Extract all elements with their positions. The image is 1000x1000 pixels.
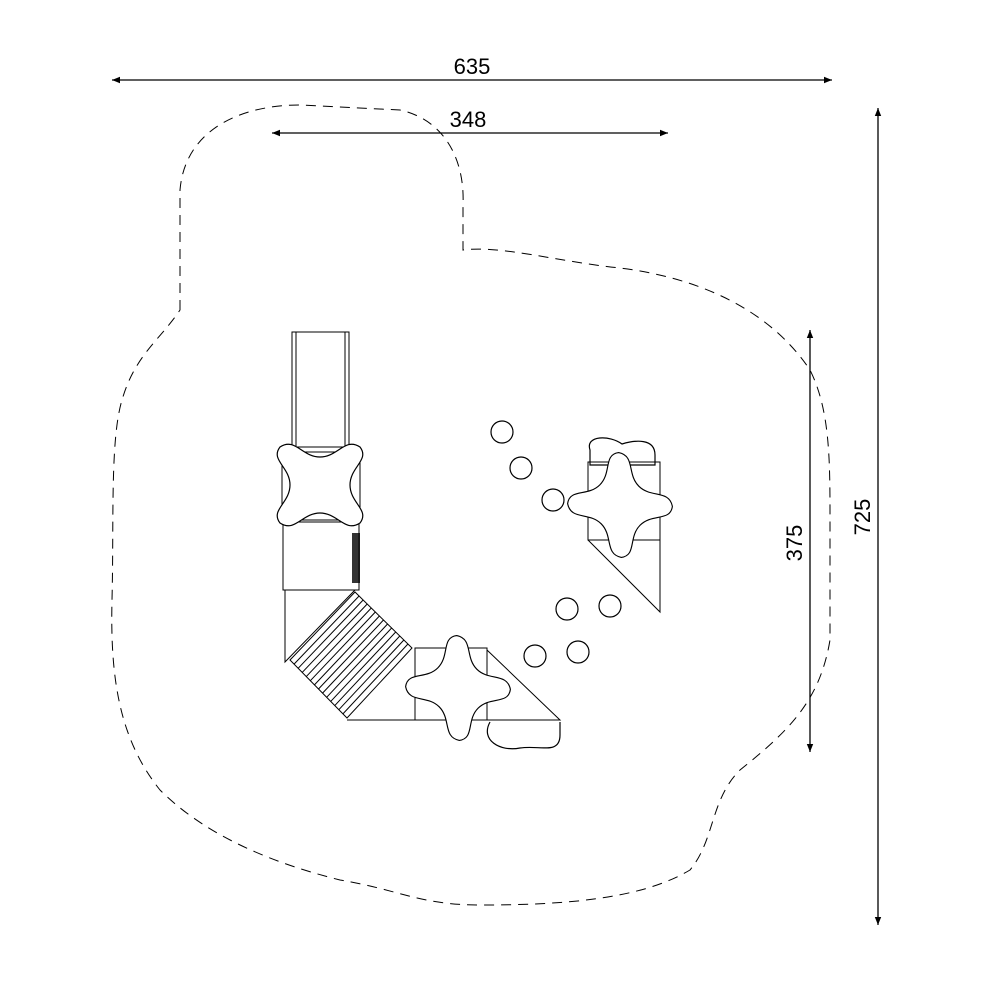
tunnel-rib	[301, 603, 368, 673]
tunnel-rib	[338, 639, 405, 711]
tunnel-rib	[322, 623, 388, 694]
crawl-tunnel	[289, 591, 413, 719]
overall-depth-label: 725	[850, 499, 875, 536]
tunnel-rib	[330, 631, 397, 702]
tunnel-rib	[318, 619, 384, 690]
overall-width-label: 635	[454, 54, 491, 79]
roof-cross-right	[563, 448, 677, 562]
tunnel-rib	[342, 643, 409, 715]
stepping-stone	[555, 597, 579, 621]
stepping-stone	[523, 644, 547, 668]
stepping-stones	[490, 420, 622, 668]
inner-depth-label: 375	[782, 525, 807, 562]
tunnel-rib	[326, 627, 393, 698]
stepping-stone	[490, 420, 514, 444]
tunnel-rib	[293, 595, 360, 665]
tunnel-rib	[309, 611, 376, 682]
tunnel-rib	[305, 607, 372, 677]
stepping-stone	[598, 594, 622, 618]
stepping-stone	[566, 640, 590, 664]
safety-zone-boundary	[111, 104, 831, 906]
slide	[291, 331, 350, 453]
tower-deck-upper-left	[281, 446, 361, 664]
tunnel-rib	[297, 599, 364, 669]
stepping-stone	[509, 456, 533, 480]
roof-cross-upper-left	[276, 443, 364, 527]
stepping-stone	[541, 488, 565, 512]
tunnel-rib	[334, 635, 401, 706]
inner-width-label: 348	[450, 107, 487, 132]
tunnel-rib	[314, 615, 380, 686]
